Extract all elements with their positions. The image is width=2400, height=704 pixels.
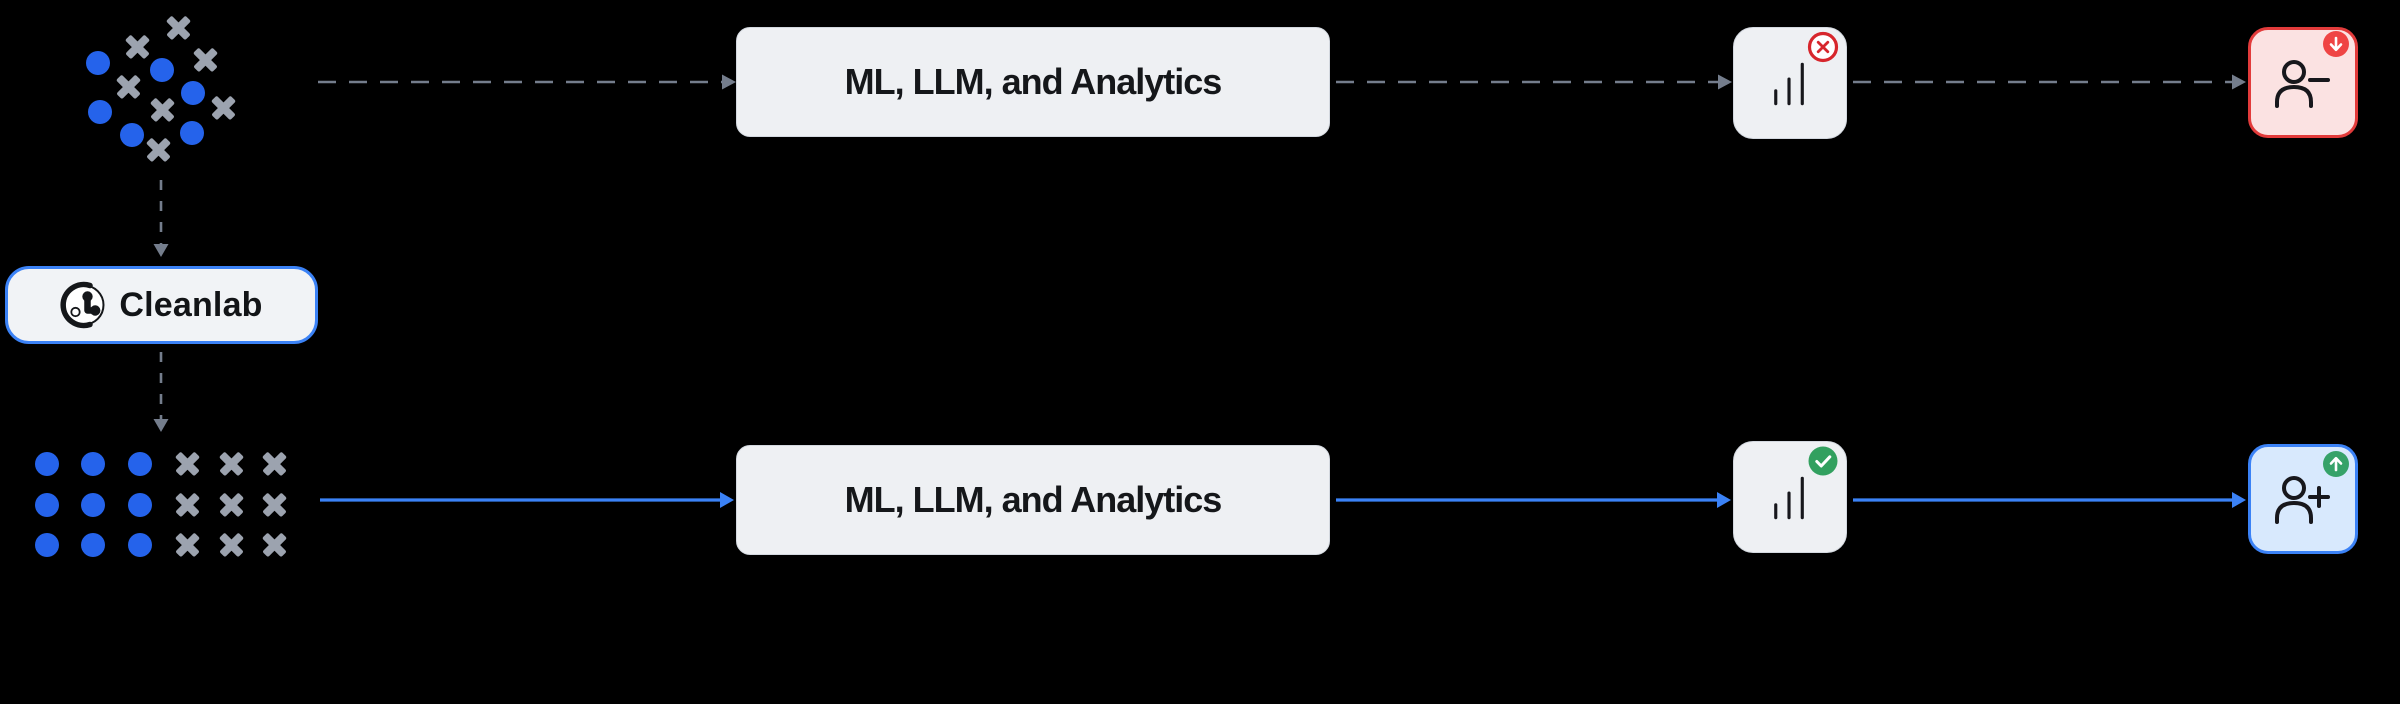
data-point-cross [174,451,201,478]
arrowhead [722,74,736,90]
data-point-dot [81,493,105,517]
cleanlab-logo [60,281,105,329]
data-point-dot [88,100,112,124]
data-point-cross [115,74,142,101]
data-point-cross [174,532,201,559]
data-point-cross [192,47,219,74]
data-point-dot [150,58,174,82]
data-point-cross [218,532,245,559]
data-point-cross [261,451,288,478]
user-growth-box [2248,444,2358,554]
data-point-cross [145,137,172,164]
data-point-dot [35,493,59,517]
arrowhead [1717,492,1731,508]
data-point-dot [128,533,152,557]
user-loss-box [2248,27,2358,138]
data-point-dot [35,533,59,557]
data-point-dot [86,51,110,75]
cleanlab-label: Cleanlab [119,285,263,324]
arrowhead [720,492,734,508]
data-point-dot [128,493,152,517]
data-point-cross [218,492,245,519]
user-plus-icon [2275,476,2330,524]
arrowhead [153,419,169,432]
data-point-dot [181,81,205,105]
data-point-cross [261,532,288,559]
improved-analytics-box [1733,441,1847,553]
ml-analytics-box-bottom: ML, LLM, and Analytics [736,445,1330,555]
arrowhead [1718,74,1732,90]
ml-analytics-box-top: ML, LLM, and Analytics [736,27,1330,137]
data-point-dot [120,123,144,147]
data-point-cross [218,451,245,478]
user-minus-icon [2275,59,2330,108]
data-point-cross [174,492,201,519]
bar-chart-icon [1774,62,1804,106]
data-point-cross [165,15,192,42]
arrowhead [2232,492,2246,508]
bar-chart-icon [1774,476,1804,520]
data-point-cross [149,97,176,124]
data-point-dot [35,452,59,476]
arrowhead [153,244,169,257]
data-point-cross [124,34,151,61]
degraded-analytics-box [1733,27,1847,139]
ml-analytics-label: ML, LLM, and Analytics [844,61,1223,102]
data-point-dot [128,452,152,476]
data-point-dot [81,452,105,476]
data-point-cross [261,492,288,519]
data-point-cross [210,95,237,122]
data-point-dot [81,533,105,557]
arrowhead [2232,74,2246,90]
data-point-dot [180,121,204,145]
cleanlab-pill: Cleanlab [5,266,318,344]
ml-analytics-label: ML, LLM, and Analytics [844,479,1223,520]
